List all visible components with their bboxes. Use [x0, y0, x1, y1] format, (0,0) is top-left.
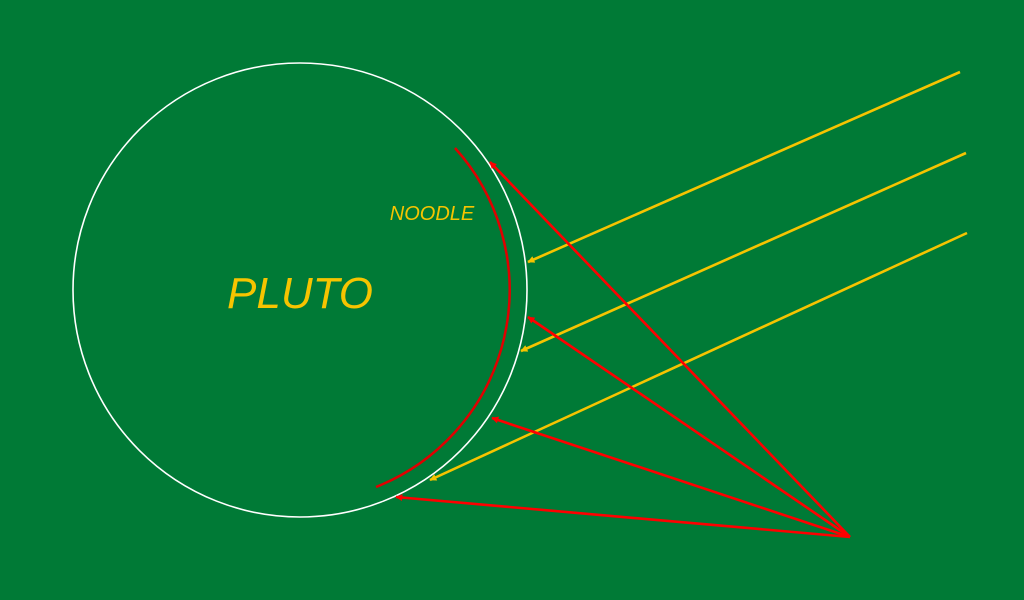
- reflected-ray-3: [491, 416, 851, 539]
- reflected-ray-1: [489, 161, 851, 538]
- incoming-ray-2: [520, 151, 967, 353]
- incoming-ray-1: [527, 70, 961, 264]
- incoming-ray-3: [429, 231, 968, 482]
- noodle-label: NOODLE: [390, 203, 475, 225]
- pluto-label: PLUTO: [227, 269, 373, 318]
- reflected-ray-2: [527, 315, 851, 539]
- pluto-outline: [72, 62, 528, 518]
- noodle-arc: [375, 147, 511, 489]
- reflected-ray-4: [395, 494, 851, 539]
